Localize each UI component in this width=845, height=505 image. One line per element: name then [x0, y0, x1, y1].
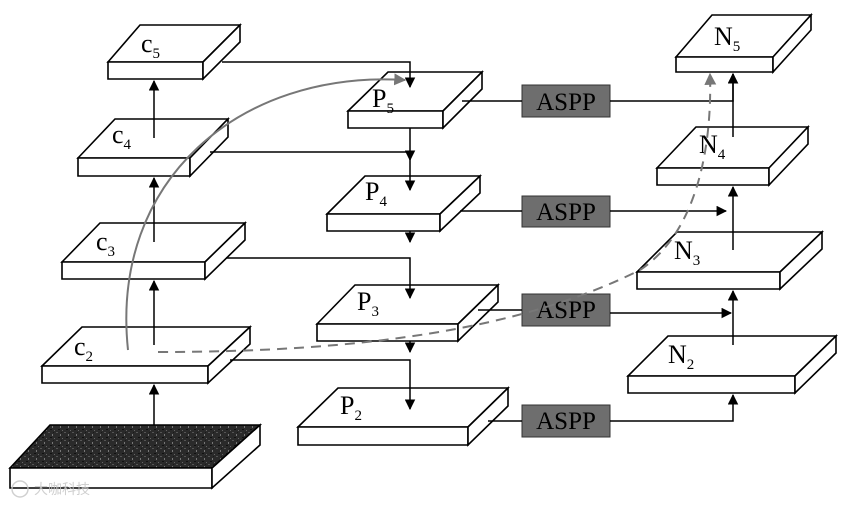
arrow-c3-p3	[226, 257, 416, 300]
label-n4: N4	[699, 130, 726, 163]
input-image-side	[211, 423, 261, 490]
label-n2: N2	[668, 340, 694, 373]
svg-text:ASPP: ASPP	[536, 408, 596, 435]
box-p3: P3	[315, 283, 500, 343]
svg-text:ASPP: ASPP	[536, 199, 596, 226]
aspp-4: ASPP	[521, 195, 611, 228]
label-p3: P3	[357, 287, 379, 320]
box-n4: N4	[655, 124, 810, 188]
label-c5: c5	[141, 29, 160, 62]
box-n5: N5	[674, 12, 813, 75]
box-c2: c2	[40, 325, 253, 385]
shortcut-curve-c2-p5	[125, 73, 407, 351]
label-c4: c4	[112, 120, 132, 153]
box-n3: N3	[635, 230, 824, 291]
arrow-aspp5-n5	[610, 72, 739, 102]
box-n2: N2	[626, 334, 838, 395]
aspp-2: ASPP	[521, 404, 611, 438]
box-p2: P2	[296, 386, 510, 447]
arrow-c4-p4	[210, 150, 416, 162]
input-image	[8, 423, 263, 490]
box-c3: c3	[60, 221, 247, 281]
arrow-aspp2-n2	[610, 393, 739, 422]
label-c2: c2	[74, 332, 93, 365]
label-p2: P2	[340, 391, 362, 424]
aspp-5: ASPP	[521, 84, 611, 118]
arrow-c2-p2	[230, 359, 416, 411]
arrow-c5-p5	[222, 61, 416, 89]
watermark-icon	[11, 480, 29, 498]
label-p4: P4	[365, 177, 387, 210]
label-n3: N3	[674, 236, 700, 269]
box-p5: P5	[346, 70, 484, 130]
label-c3: c3	[96, 227, 115, 260]
watermark-text: 大咖科技	[34, 482, 90, 498]
label-p5: P5	[372, 84, 394, 117]
label-n5: N5	[714, 22, 740, 55]
box-c4: c4	[76, 117, 230, 178]
shortcut-dashed-c2-n5	[157, 72, 717, 353]
box-c5: c5	[106, 23, 242, 81]
watermark: 大咖科技	[11, 480, 90, 498]
svg-text:ASPP: ASPP	[536, 89, 596, 116]
box-p4: P4	[325, 174, 483, 233]
